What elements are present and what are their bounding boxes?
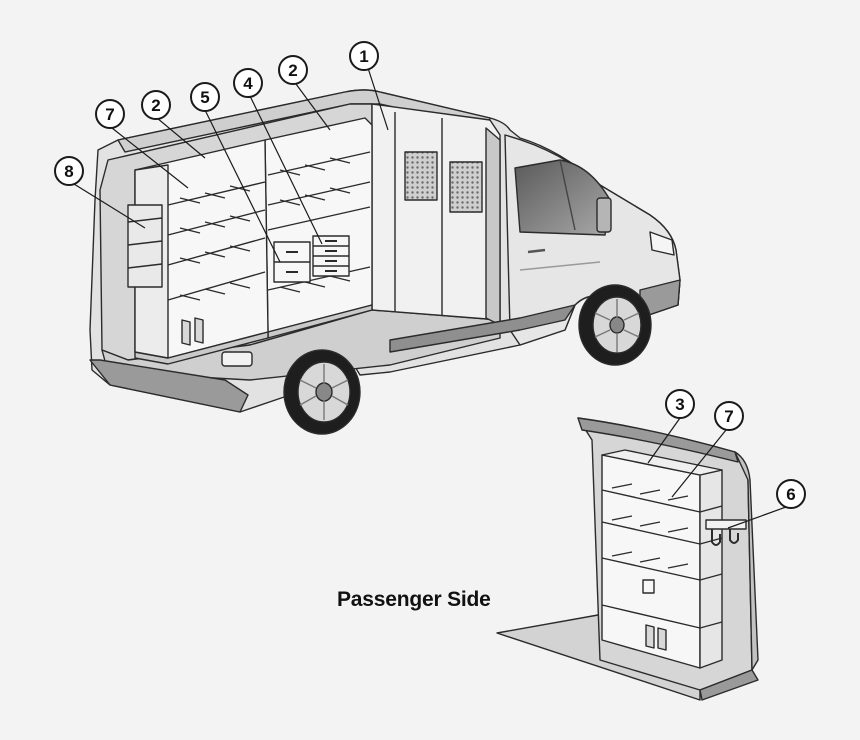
vent-mesh-left <box>404 151 438 201</box>
callout-2b: 2 <box>141 90 171 120</box>
side-rub-strip <box>389 304 576 353</box>
callout-7b: 7 <box>714 401 744 431</box>
side-mirror <box>596 197 612 233</box>
callout-1: 1 <box>349 41 379 71</box>
passenger-side-caption: Passenger Side <box>337 588 491 611</box>
callout-7a: 7 <box>95 99 125 129</box>
callout-7a-label: 7 <box>105 105 114 124</box>
side-rack <box>127 204 163 288</box>
rear-wheel <box>283 349 361 435</box>
callout-5-label: 5 <box>200 88 209 107</box>
callout-4: 4 <box>233 68 263 98</box>
callout-8: 8 <box>54 156 84 186</box>
callout-6: 6 <box>776 479 806 509</box>
van-illustration <box>89 89 681 435</box>
callout-1-label: 1 <box>359 47 368 66</box>
rear-bumper <box>89 359 249 413</box>
callout-2a: 2 <box>278 55 308 85</box>
rear-step <box>221 351 253 367</box>
hook-rack <box>705 519 747 546</box>
bin-slots <box>181 317 204 346</box>
front-wheel <box>578 284 652 366</box>
cabinet-lock <box>642 579 655 594</box>
passenger-shelving-unit <box>601 449 723 669</box>
leader-lines <box>73 67 787 529</box>
callout-bubbles: 1 2 4 5 2 7 8 3 <box>54 41 806 509</box>
callout-5: 5 <box>190 82 220 112</box>
vent-mesh-right <box>449 161 483 213</box>
callout-3: 3 <box>665 389 695 419</box>
callout-8-label: 8 <box>64 162 73 181</box>
callout-6-label: 6 <box>786 485 795 504</box>
headlight <box>649 231 675 256</box>
callout-4-label: 4 <box>243 74 253 93</box>
callout-2b-label: 2 <box>151 96 160 115</box>
shelving-unit-rear-section <box>264 117 373 339</box>
callout-7b-label: 7 <box>724 407 733 426</box>
callout-2a-label: 2 <box>288 61 297 80</box>
bin-slots <box>645 624 667 651</box>
callout-3-label: 3 <box>675 395 684 414</box>
passenger-side-illustration <box>496 417 759 701</box>
